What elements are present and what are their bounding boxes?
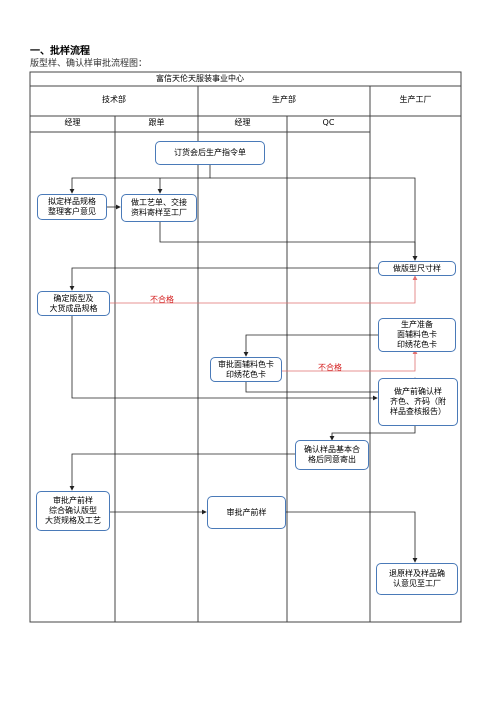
node-prod-approve-pp: 审批产前样 <box>207 496 286 529</box>
connectors <box>69 165 418 563</box>
node-prepare-cards: 生产准备 面辅料色卡 印绣花色卡 <box>378 318 456 352</box>
table-frame <box>29 71 462 623</box>
node-pre-production: 做产前确认样 齐色、齐码（附 样品查核报告） <box>378 378 458 426</box>
role-qc: QC <box>322 118 335 127</box>
subheading: 版型样、确认样审批流程图： <box>30 59 148 69</box>
node-draft-spec: 拟定样品规格 整理客户意见 <box>37 194 107 220</box>
heading: 一、批样流程 <box>30 46 90 57</box>
node-approve-cards: 审批面辅料色卡 印绣花色卡 <box>210 357 282 382</box>
org-title: 富信天伦天服装事业中心 <box>156 74 244 83</box>
reject-label-cards: 不合格 <box>318 363 342 372</box>
node-confirm-sample: 确认样品基本合 格后同意寄出 <box>295 440 369 470</box>
node-make-pattern: 做版型尺寸样 <box>378 261 456 276</box>
dept-production: 生产部 <box>272 95 296 104</box>
node-process-sheet: 做工艺单、交接 资料寄样至工厂 <box>121 194 197 222</box>
role-prod-manager: 经理 <box>234 118 251 127</box>
role-tech-manager: 经理 <box>64 118 81 127</box>
dept-factory: 生产工厂 <box>399 95 432 104</box>
node-confirm-pattern: 确定版型及 大货成品规格 <box>37 291 110 316</box>
dept-tech: 技术部 <box>102 95 126 104</box>
node-return-sample: 退原样及样品确 认意见至工厂 <box>376 563 458 595</box>
node-tech-approve-pp: 审批产前样 综合确认版型 大货规格及工艺 <box>36 491 110 531</box>
reject-connectors <box>110 275 418 372</box>
node-order: 订货会后生产指令单 <box>155 141 265 165</box>
role-merchandiser: 跟单 <box>148 118 165 127</box>
reject-label-pattern: 不合格 <box>150 295 174 304</box>
